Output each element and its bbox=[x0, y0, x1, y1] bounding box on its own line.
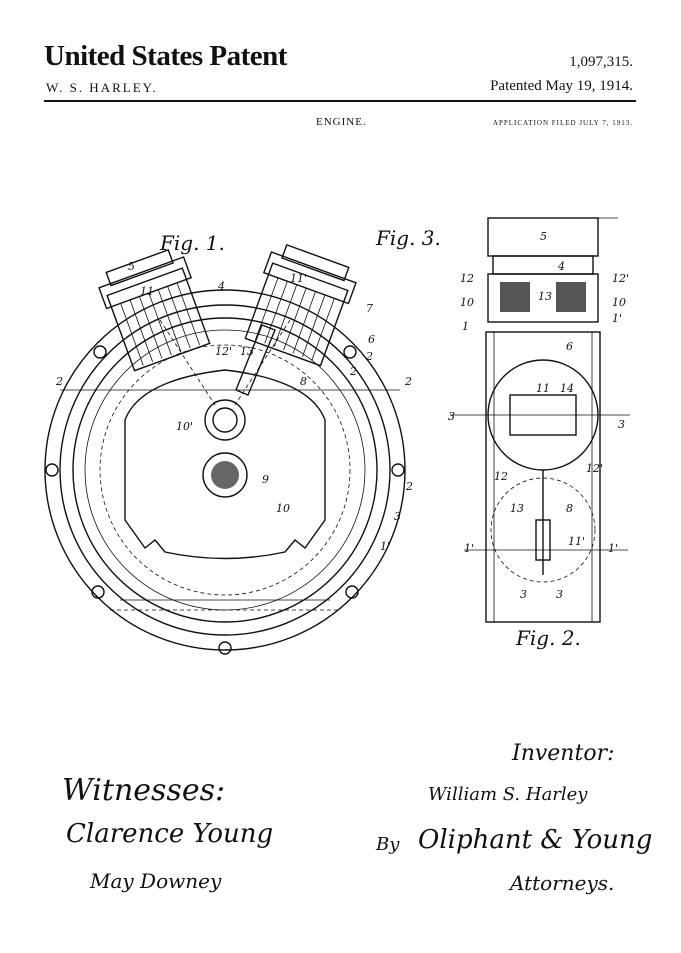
patent-number: 1,097,315. bbox=[569, 54, 633, 70]
fig1-crank-pin-outer bbox=[204, 399, 246, 441]
fig2-rod-end bbox=[535, 519, 551, 561]
fig1-shaft-hub bbox=[211, 461, 239, 489]
fig1-label: 13 bbox=[240, 345, 254, 358]
figure-2-caption: Fig. 2. bbox=[515, 626, 581, 650]
fig1-label: 2 bbox=[349, 365, 357, 378]
fig1-label: 5 bbox=[128, 260, 135, 273]
fig1-label: 11 bbox=[140, 285, 154, 298]
fig1-case-outer bbox=[59, 304, 391, 636]
fig1-bolt-lugs bbox=[45, 345, 405, 655]
fig1-label: 2 bbox=[405, 480, 413, 493]
fig1-rod-left bbox=[159, 319, 216, 406]
fig2-label: 3 bbox=[520, 588, 527, 601]
fig2-label: 12 bbox=[494, 470, 508, 483]
fig1-right-cylinder bbox=[244, 243, 357, 367]
fig1-rod-right bbox=[234, 319, 291, 406]
fig1-shaft-outer bbox=[202, 452, 248, 498]
figure-3-caption: Fig. 3. bbox=[375, 226, 441, 250]
fig3-label: 1 bbox=[462, 320, 469, 333]
fig3-label: 4 bbox=[557, 260, 565, 273]
fig3-label: 12' bbox=[612, 272, 629, 285]
fig2-label: 13 bbox=[510, 502, 524, 515]
fig1-label: 9 bbox=[262, 473, 269, 486]
fig3-label: 5 bbox=[540, 230, 547, 243]
fig1-label: 8 bbox=[300, 375, 307, 388]
inventor-heading: Inventor: bbox=[511, 741, 615, 766]
application-filed: APPLICATION FILED JULY 7, 1913. bbox=[492, 119, 633, 127]
fig3-valve-seat bbox=[492, 255, 594, 275]
by-text: By bbox=[375, 834, 400, 855]
patent-subject: ENGINE. bbox=[316, 116, 367, 128]
fig3-label: 12 bbox=[460, 272, 474, 285]
fig3-label: 10 bbox=[612, 296, 626, 309]
fig1-label: 1' bbox=[380, 540, 390, 553]
fig3-label: 10 bbox=[460, 296, 474, 309]
fig2-label: 11 bbox=[536, 382, 550, 395]
signatures-block: Witnesses: Clarence Young May Downey Inv… bbox=[62, 741, 652, 895]
inventor-signature: William S. Harley bbox=[428, 784, 588, 805]
fig2-label: 12' bbox=[586, 462, 603, 475]
fig1-label: 6 bbox=[368, 333, 375, 346]
fig1-inner-plate bbox=[124, 369, 326, 560]
figure-2-drawing: Fig. 2. 6 11 14 3 3 12 12' 13 8 11' 1' 1… bbox=[448, 331, 630, 650]
header-divider bbox=[44, 100, 636, 102]
fig2-label: 14 bbox=[560, 382, 574, 395]
witness-1-signature: Clarence Young bbox=[66, 819, 273, 849]
attorneys-heading: Attorneys. bbox=[508, 871, 614, 895]
fig1-label: 12' bbox=[215, 345, 232, 358]
witness-2-signature: May Downey bbox=[89, 869, 222, 893]
fig2-label: 3 bbox=[618, 418, 625, 431]
fig1-flywheel-dash bbox=[99, 344, 351, 596]
fig2-label: 1' bbox=[608, 542, 618, 555]
figure-1-caption: Fig. 1. bbox=[159, 231, 225, 255]
figure-3-drawing: Fig. 3. 5 4 12 12' 13 10 10 1 1' bbox=[375, 217, 629, 333]
fig1-rod-solid bbox=[235, 324, 276, 396]
patented-date: Patented May 19, 1914. bbox=[490, 78, 633, 94]
fig1-label: 7 bbox=[366, 302, 373, 315]
fig2-label: 6 bbox=[566, 340, 573, 353]
fig3-head bbox=[487, 273, 599, 323]
fig1-label: 10' bbox=[176, 420, 193, 433]
fig1-label: 2 bbox=[404, 375, 412, 388]
fig1-label: 10 bbox=[276, 502, 290, 515]
fig1-label: 11' bbox=[290, 272, 307, 285]
witnesses-heading: Witnesses: bbox=[62, 773, 225, 808]
fig1-label: 2 bbox=[55, 375, 63, 388]
attorney-signature: Oliphant & Young bbox=[418, 825, 652, 855]
fig2-label: 11' bbox=[568, 535, 585, 548]
fig2-label: 1' bbox=[464, 542, 474, 555]
fig2-label: 3 bbox=[448, 410, 455, 423]
document-title: United States Patent bbox=[44, 40, 287, 72]
fig2-crank-circle bbox=[490, 477, 596, 583]
fig2-label: 3 bbox=[556, 588, 563, 601]
fig1-label: 2 bbox=[365, 350, 373, 363]
inventor-name-header: W. S. HARLEY. bbox=[46, 80, 158, 95]
fig2-label: 8 bbox=[566, 502, 573, 515]
fig1-label: 4 bbox=[217, 280, 225, 293]
fig1-case-inner bbox=[72, 317, 378, 623]
fig1-left-cylinder bbox=[98, 248, 211, 372]
fig3-label: 1' bbox=[612, 312, 622, 325]
fig1-label: 3 bbox=[394, 510, 401, 523]
fig3-label: 13 bbox=[538, 290, 552, 303]
fig1-outer-flange bbox=[44, 289, 406, 651]
figure-1-drawing: Fig. 1. bbox=[44, 231, 413, 655]
fig1-crank-pin-inner bbox=[212, 407, 238, 433]
